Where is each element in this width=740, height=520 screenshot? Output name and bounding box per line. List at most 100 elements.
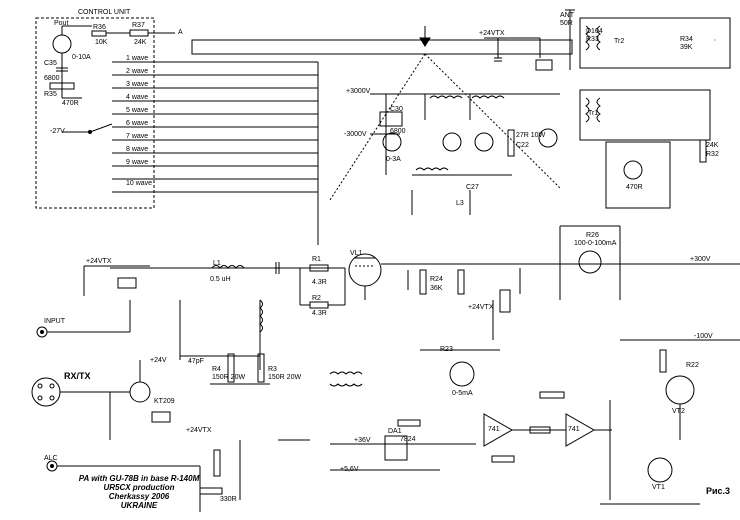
part-c27-value: L3 xyxy=(456,200,464,207)
motor-m3 xyxy=(538,128,558,148)
part-r1: R1 xyxy=(312,256,321,263)
tr1-label: Tr1 xyxy=(588,110,599,117)
part-vt1-type: VT1 xyxy=(652,484,665,491)
part-r6-value: 330R xyxy=(220,496,237,503)
wave-6: 6 wave xyxy=(126,120,149,127)
part-r4: R4 xyxy=(212,366,221,373)
part-t1-type: KT209 xyxy=(154,398,175,405)
transistor-t1 xyxy=(129,381,151,403)
rail-plus-300v: +300V xyxy=(690,256,711,263)
part-c22-value: C27 xyxy=(466,184,479,191)
rail-24vtx-bottom: +24VTX xyxy=(186,427,212,434)
part-da1-type: 7824 xyxy=(400,436,416,443)
part-r27-value: C22 xyxy=(516,142,529,149)
band-switch-wires xyxy=(112,61,319,245)
rail-minus-100v: -100V xyxy=(694,333,713,340)
alc-label: ALC xyxy=(44,455,58,462)
screen-meter xyxy=(578,250,602,274)
part-r22-value: R22 xyxy=(686,362,699,369)
r37-label: R37 xyxy=(132,22,145,29)
transistor-vt2 xyxy=(665,375,695,405)
opamp-op1-type: 741 xyxy=(488,426,500,433)
part-r32: 470R xyxy=(626,184,643,191)
part-c30: C30 xyxy=(390,106,403,113)
rail-plus-5-6v: +5,6V xyxy=(340,466,359,473)
part-r34: R34 xyxy=(680,36,693,43)
transistor-vt1 xyxy=(647,457,673,483)
part-r34-value: 39K xyxy=(680,44,693,51)
ant-impedance: 50R xyxy=(560,20,573,27)
part-r30: 24K xyxy=(706,142,719,149)
output-a: A xyxy=(178,29,183,36)
bias-meter-range: 0-5mA xyxy=(452,390,473,397)
part-r24-value: 36K xyxy=(430,285,443,292)
rail-24vtx-left: +24VTX xyxy=(86,258,112,265)
part-r33-value: R33 xyxy=(586,36,599,43)
wave-8: 8 wave xyxy=(126,146,149,153)
wave-10: 10 wave xyxy=(126,180,153,187)
part-c3-value: 47pF xyxy=(188,358,204,365)
caption-block: PA with GU-78B in base R-140M UR5CX prod… xyxy=(64,474,214,510)
part-r4-value: 150R 20W xyxy=(212,374,246,381)
bias-meter xyxy=(449,361,475,387)
caption-line-4: UKRAINE xyxy=(120,501,158,510)
pout-label: Pout xyxy=(54,20,69,27)
caption-line-2: UR5CX production xyxy=(103,483,175,492)
resistor-r37 xyxy=(129,29,149,37)
wave-7: 7 wave xyxy=(126,133,149,140)
rail-minus-3000v: -3000V xyxy=(344,131,367,138)
input-label: INPUT xyxy=(44,318,65,325)
rail-24vtx-top: +24VTX xyxy=(479,30,505,37)
part-r24: R24 xyxy=(430,276,443,283)
rxtx-connector xyxy=(31,377,61,407)
wave-2: 2 wave xyxy=(126,68,149,75)
rail-plus-24v: +24V xyxy=(150,357,167,364)
wave-9: 9 wave xyxy=(126,159,149,166)
caption-line-1: PA with GU-78B in base R-140M xyxy=(78,474,200,483)
motor-m2 xyxy=(474,132,494,152)
part-c30-value: 6800 xyxy=(390,128,406,135)
part-r1-value: 4.3R xyxy=(312,279,327,286)
c35-label: C35 xyxy=(44,60,57,67)
pout-range: 0-10A xyxy=(72,54,91,61)
r35-label: R35 xyxy=(44,91,57,98)
part-da1: DA1 xyxy=(388,428,402,435)
opamp-op2-type: 741 xyxy=(568,426,580,433)
part-r33: D104 xyxy=(586,28,603,35)
part-r30-value: R32 xyxy=(706,151,719,158)
tube-gu78b xyxy=(348,253,382,287)
motor-m1 xyxy=(442,132,462,152)
wave-1: 1 wave xyxy=(126,55,149,62)
part-r23: R23 xyxy=(440,346,453,353)
part-r26: R26 xyxy=(586,232,599,239)
caption-line-3: Cherkassy 2006 xyxy=(108,492,170,501)
pout-meter xyxy=(52,34,72,54)
part-r3-value: 150R 20W xyxy=(268,374,302,381)
tube-label: VL1 xyxy=(350,250,363,257)
part-r2: R2 xyxy=(312,295,321,302)
rail-24vtx-mid: +24VTX xyxy=(468,304,494,311)
control-unit-box xyxy=(35,17,155,209)
minus-27v: -27V xyxy=(50,128,65,135)
r36-label: R36 xyxy=(93,24,106,31)
ant-label: ANT xyxy=(560,12,574,19)
r37-value: 24K xyxy=(134,39,147,46)
rail-plus-3000v: +3000V xyxy=(346,88,371,95)
screen-meter-range: 100-0-100mA xyxy=(574,240,617,247)
anode-meter-range: 0-3A xyxy=(386,156,401,163)
resistor-r35 xyxy=(49,82,75,90)
rxtx-label: RX/TX xyxy=(64,371,91,381)
c35-value: 6800 xyxy=(44,75,60,82)
r36-value: 10K xyxy=(95,39,108,46)
part-l1-value: 0.5 uH xyxy=(210,276,231,283)
rail-plus-36v: +36V xyxy=(354,437,371,444)
tr2-label: Tr2 xyxy=(614,38,625,45)
control-unit-title: CONTROL UNIT xyxy=(78,9,131,16)
figure-number: Рис.3 xyxy=(706,486,731,496)
anode-meter xyxy=(382,132,402,152)
tr1-meter xyxy=(623,160,643,180)
part-r2-value: 4.3R xyxy=(312,310,327,317)
r35-value: 470R xyxy=(62,100,79,107)
